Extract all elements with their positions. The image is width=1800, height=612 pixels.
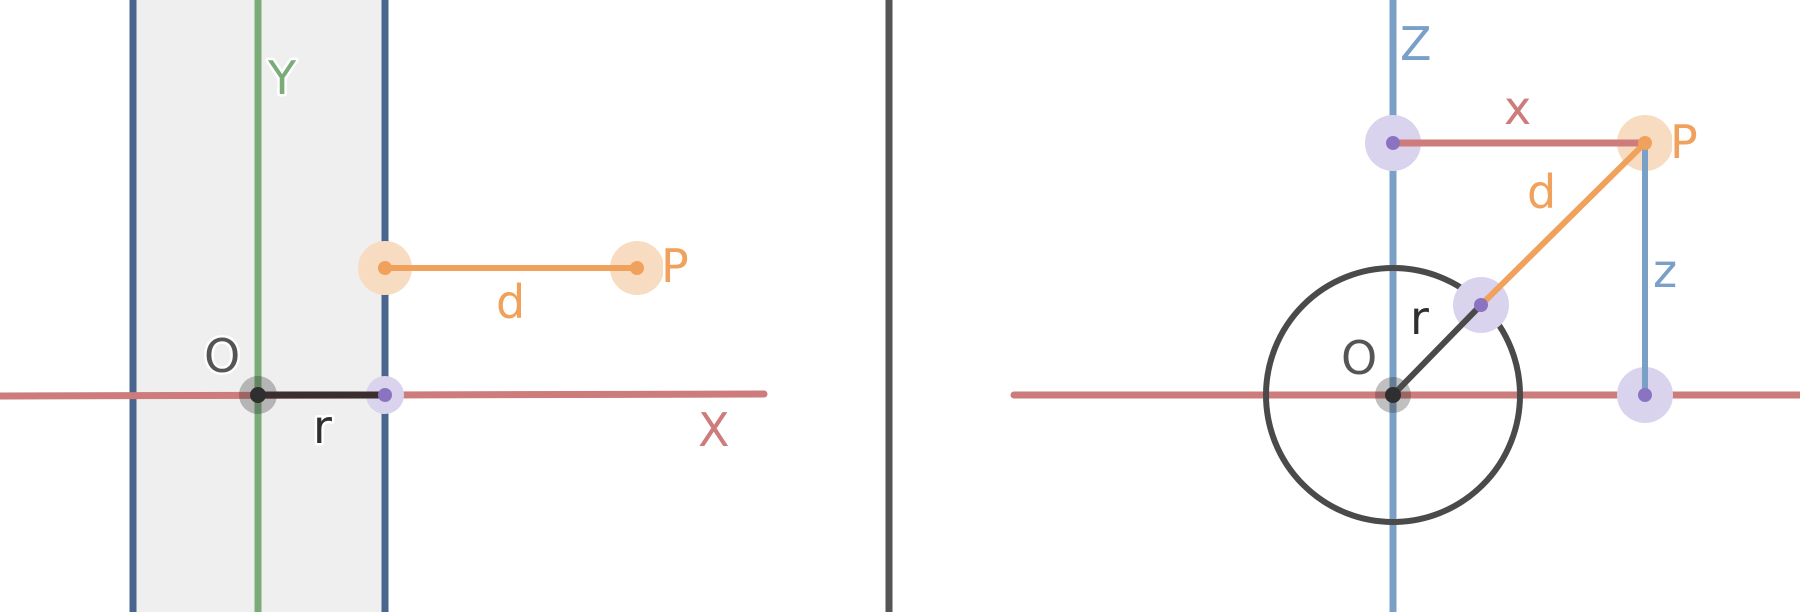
point-p-label: P — [661, 239, 689, 293]
right-panel: Z x P d z r O — [1010, 0, 1800, 612]
surface-point — [1474, 298, 1488, 312]
y-axis-label: Y — [267, 51, 297, 105]
radius-label: r — [313, 400, 332, 454]
projection-point — [378, 388, 392, 402]
z-length-label: z — [1653, 244, 1677, 298]
origin-point — [250, 387, 266, 403]
x-axis-label: X — [698, 403, 730, 457]
point-p — [630, 261, 644, 275]
radius-label: r — [1410, 291, 1429, 345]
origin-label: O — [204, 329, 240, 383]
radius-segment — [1390, 302, 1484, 398]
distance-label: d — [496, 275, 525, 329]
left-panel: Y O P d r X — [0, 0, 768, 612]
point-p-label: P — [1670, 115, 1698, 169]
distance-segment — [1478, 140, 1648, 308]
x-projection-point — [1638, 388, 1652, 402]
z-axis-label: Z — [1400, 17, 1432, 71]
origin-point — [1385, 387, 1401, 403]
surface-point — [378, 261, 392, 275]
z-top-projection-point — [1386, 136, 1400, 150]
cylinder-cross-section — [1263, 265, 1523, 525]
point-p — [1638, 136, 1652, 150]
x-length-label: x — [1504, 81, 1531, 135]
origin-label: O — [1341, 331, 1377, 385]
distance-label: d — [1527, 165, 1556, 219]
